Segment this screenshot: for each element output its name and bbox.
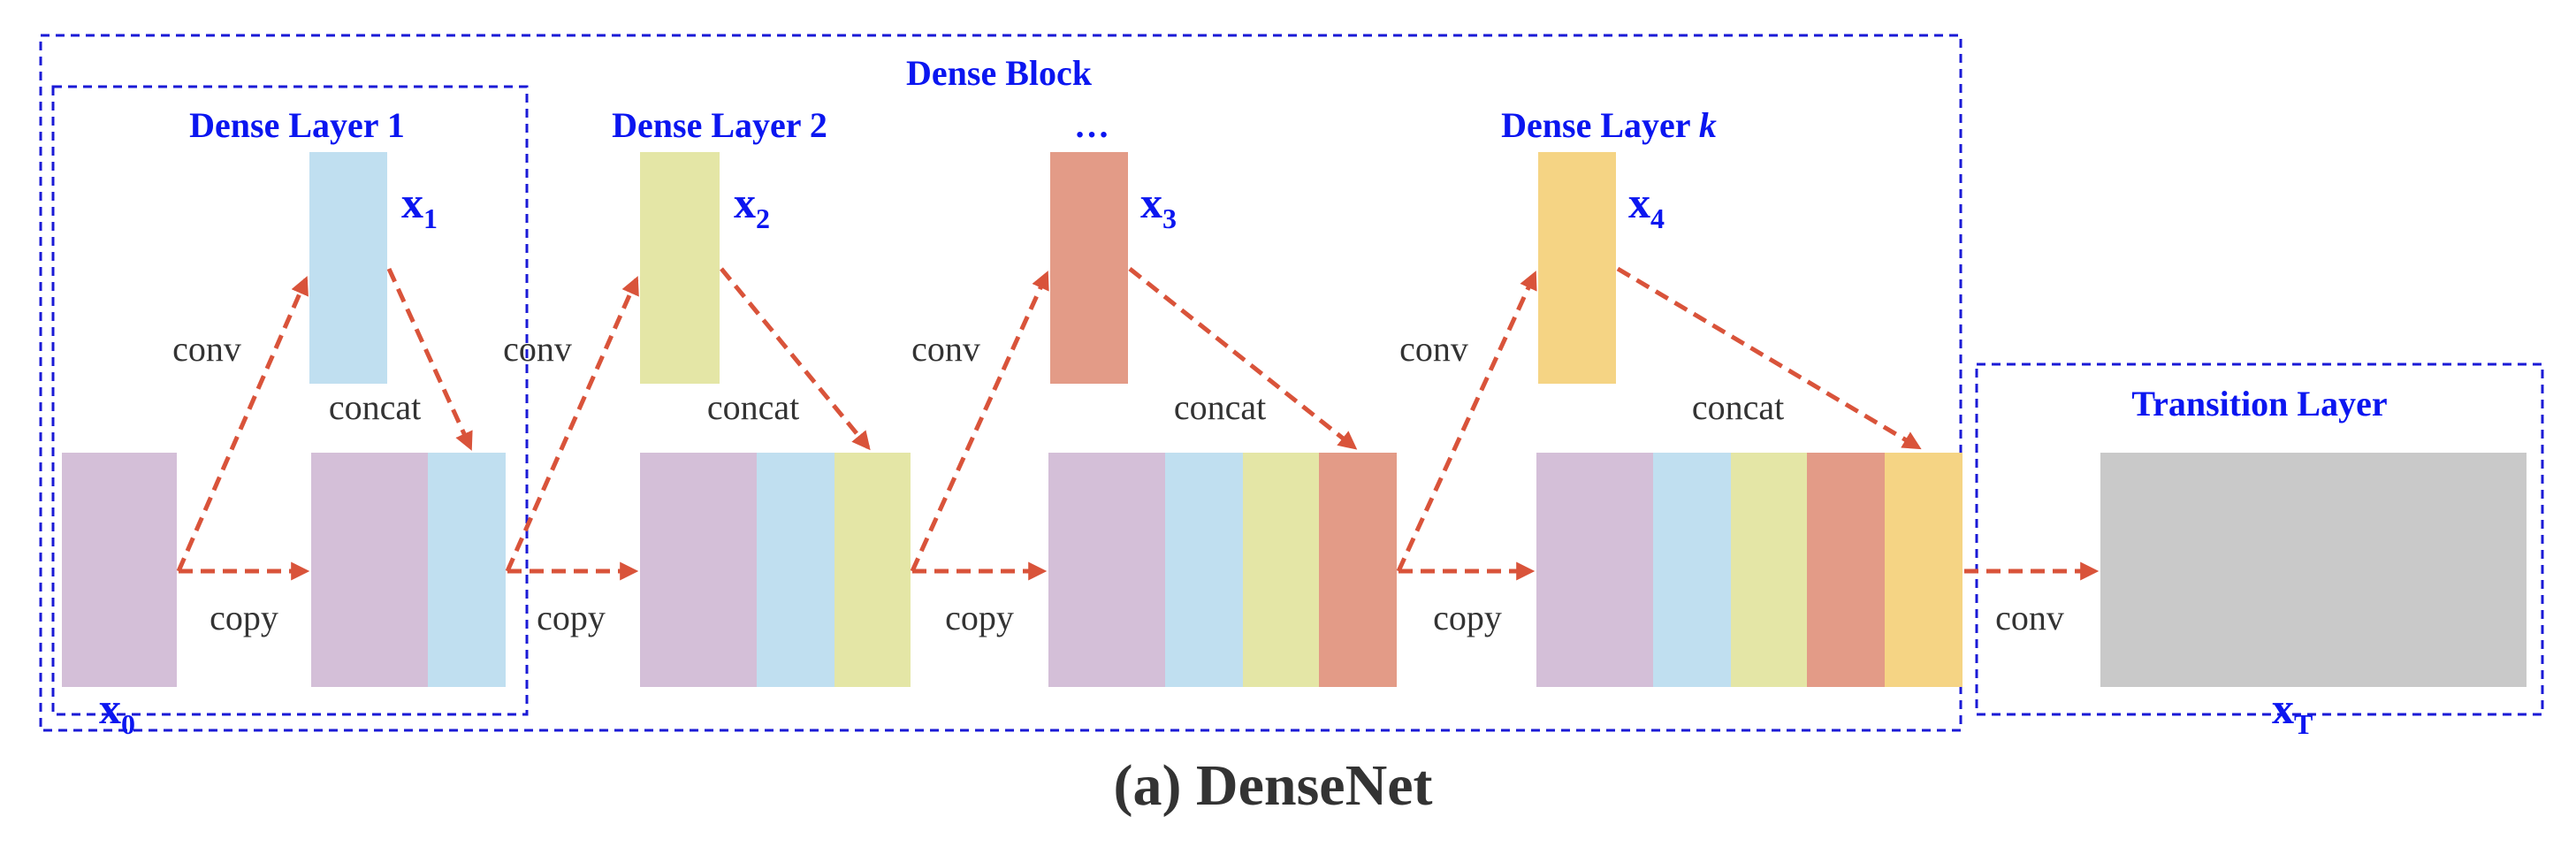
conv-label-1: conv [172,329,241,369]
label-xT: xT [2272,683,2313,740]
transition-layer-frame [1975,362,2544,716]
label-x3: x3 [1140,178,1177,234]
concat-k-x4 [1885,453,1962,687]
copy-label-1: copy [210,598,278,637]
dense-layer-k-prefix: Dense Layer [1501,105,1699,145]
concat-arrow-1 [386,267,473,451]
concat-label-1: concat [329,387,421,427]
copy-label-3: copy [945,598,1014,637]
concat-arrow-2 [720,267,871,451]
feature-map-xT [2100,453,2526,687]
dense-layer-k-var: k [1699,105,1717,145]
concat-arrow-3 [1128,267,1358,450]
copy-label-2: copy [537,598,606,637]
feature-map-x2 [640,152,720,384]
dense-layer-2-title: Dense Layer 2 [612,105,827,145]
label-x4: x4 [1628,178,1665,234]
concat-3-x0 [1048,453,1165,687]
concat-2-x1 [757,453,835,687]
copy-label-4: copy [1433,598,1502,637]
concat-arrow-4 [1616,266,1922,450]
figure-caption: (a) DenseNet [1113,753,1432,818]
dense-layer-1-frame [51,85,529,716]
feature-map-x0 [62,453,177,687]
conv-arrow-4 [1396,271,1537,573]
dense-layer-1-title: Dense Layer 1 [189,105,405,145]
ellipsis-title: … [1074,105,1109,145]
concat-label-2: concat [707,387,799,427]
conv-label-3: conv [911,329,980,369]
feature-map-x3 [1050,152,1128,384]
conv-label-transition: conv [1995,598,2064,637]
concat-3-x1 [1165,453,1243,687]
concat-k-x2 [1731,453,1807,687]
concat-1-x1 [428,453,506,687]
conv-arrow-3 [910,271,1049,573]
feature-map-x1 [309,152,387,384]
concat-1-x0 [311,453,428,687]
concat-k-x0 [1536,453,1653,687]
conv-label-2: conv [503,329,572,369]
conv-arrow-2 [505,276,639,573]
conv-label-4: conv [1399,329,1468,369]
label-x1: x1 [401,178,438,234]
concat-3-x3 [1319,453,1397,687]
concat-k-x3 [1807,453,1885,687]
concat-2-x0 [640,453,757,687]
concat-label-4: concat [1692,387,1784,427]
concat-2-x2 [835,453,911,687]
transition-layer-title: Transition Layer [2131,384,2387,424]
feature-map-x4 [1538,152,1616,384]
conv-arrow-1 [176,276,309,572]
concat-3-x2 [1243,453,1319,687]
dense-layer-k-title: Dense Layer k [1501,105,1717,145]
dense-block-title: Dense Block [906,53,1093,93]
label-x2: x2 [734,178,770,234]
concat-label-3: concat [1174,387,1266,427]
label-x0: x0 [99,683,135,740]
concat-k-x1 [1653,453,1731,687]
